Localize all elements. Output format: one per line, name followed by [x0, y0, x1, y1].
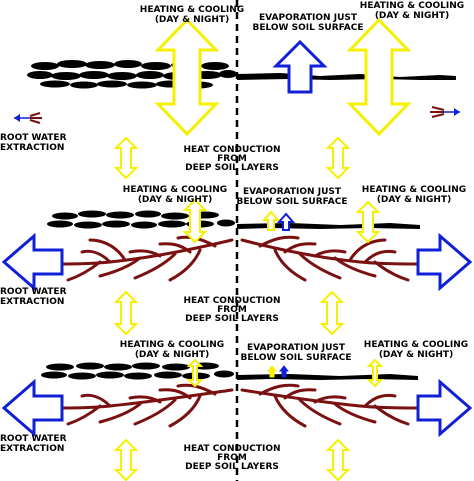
- conduction-arrow: [113, 290, 139, 336]
- heat-arrow-large: [346, 17, 412, 137]
- heating-label: HEATING & COOLING(DAY & NIGHT): [364, 340, 468, 360]
- root-water-arrow: [1, 378, 64, 438]
- conduction-arrow: [113, 438, 139, 481]
- root-water-arrow: [416, 378, 473, 438]
- soil-surface: [237, 73, 456, 80]
- root-system: [60, 383, 420, 428]
- panel-3: HEATING & COOLING(DAY & NIGHT) EVAPORATI…: [0, 340, 473, 481]
- conduction-arrow: [325, 438, 351, 481]
- heating-label: HEATING & COOLING(DAY & NIGHT): [140, 5, 244, 25]
- root-water-arrow-small: [14, 112, 42, 124]
- heat-arrow-small: [186, 358, 204, 388]
- mulch-layer: [27, 60, 237, 89]
- heating-label: HEATING & COOLING(DAY & NIGHT): [123, 185, 227, 205]
- evaporation-arrow: [272, 39, 328, 94]
- heat-arrow-small: [366, 358, 384, 388]
- evaporation-arrow: [276, 212, 296, 231]
- panel-2: HEATING & COOLING(DAY & NIGHT) EVAPORATI…: [0, 185, 473, 336]
- conduction-arrow: [319, 290, 345, 336]
- heat-arrow: [355, 200, 381, 244]
- soil-surface: [237, 374, 418, 380]
- panel-1: HEATING & COOLING(DAY & NIGHT) EVAPORATI…: [0, 1, 464, 180]
- root-system: [58, 235, 420, 282]
- evaporation-arrow: [278, 365, 290, 378]
- soil-surface: [237, 223, 420, 229]
- mulch-layer: [41, 362, 234, 380]
- heat-arrow-small: [266, 365, 278, 378]
- conduction-arrow: [113, 136, 139, 180]
- heating-label: HEATING & COOLING(DAY & NIGHT): [362, 185, 466, 205]
- heat-arrow: [182, 198, 208, 244]
- heating-label: HEATING & COOLING(DAY & NIGHT): [360, 1, 464, 21]
- root-water-arrow-small: [430, 106, 460, 118]
- heating-label: HEATING & COOLING(DAY & NIGHT): [120, 340, 224, 360]
- root-water-arrow: [1, 232, 64, 292]
- heat-arrow-large: [154, 17, 220, 137]
- mulch-layer: [47, 210, 235, 229]
- conduction-arrow: [325, 136, 351, 180]
- root-water-arrow: [416, 232, 473, 292]
- heat-arrow-small: [261, 210, 281, 231]
